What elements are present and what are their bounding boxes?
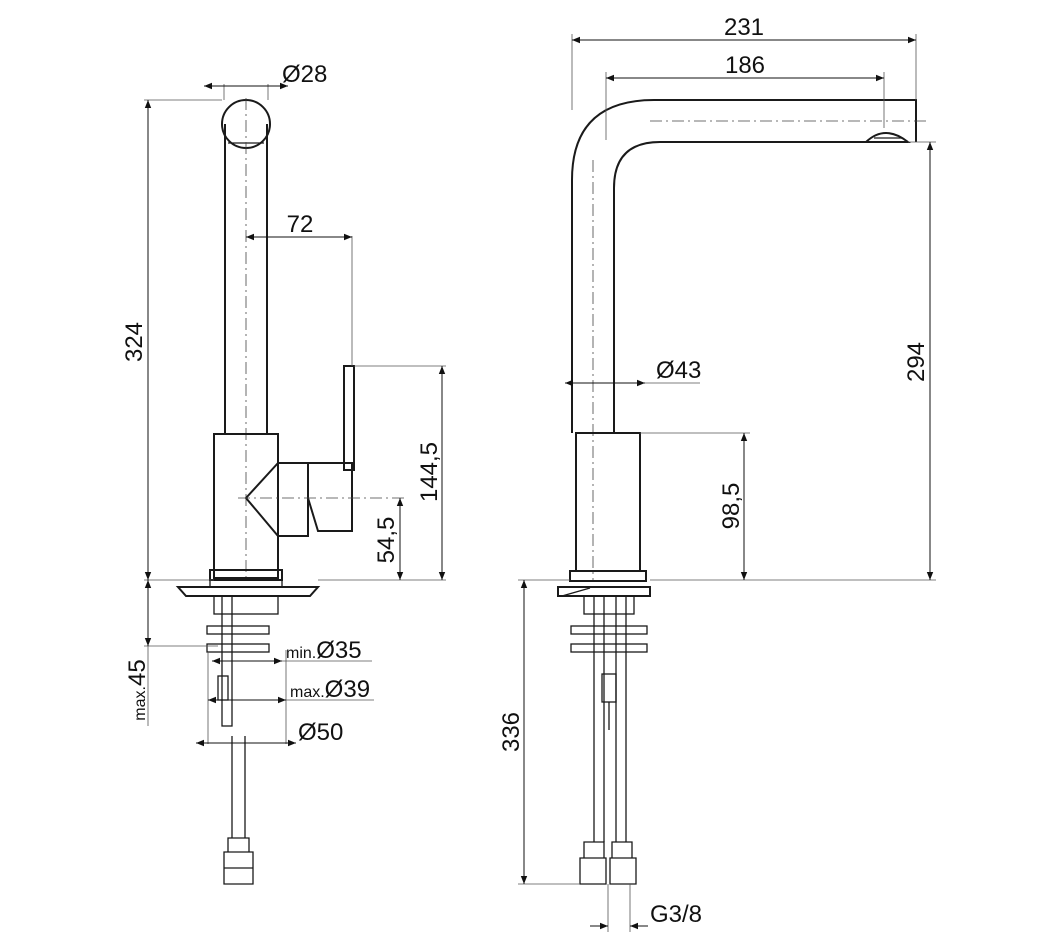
dim-294: 294 — [903, 342, 930, 382]
front-base-ring — [569, 570, 647, 582]
supply-hose — [231, 736, 246, 838]
aerator — [863, 132, 911, 143]
hose-connector-left — [217, 675, 229, 701]
spout-outer — [571, 99, 917, 433]
front-hose-fittings — [579, 841, 637, 885]
dim-231: 231 — [724, 14, 764, 41]
dim-min35: min.Ø35 — [286, 637, 362, 664]
dim-144-5: 144,5 — [416, 442, 443, 502]
max45-value: 45 — [124, 659, 151, 686]
dim-54-5: 54,5 — [373, 517, 400, 564]
spout-inner — [613, 141, 868, 433]
min35-value: Ø35 — [316, 637, 361, 664]
dim-d50: Ø50 — [298, 719, 343, 746]
front-washer-2 — [570, 643, 648, 653]
dim-98-5: 98,5 — [718, 483, 745, 530]
dim-186: 186 — [725, 52, 765, 79]
dim-d28: Ø28 — [282, 61, 327, 88]
front-flange — [557, 586, 651, 597]
dim-max45: max.45 — [124, 659, 151, 720]
dim-max39: max.Ø39 — [290, 676, 370, 703]
dim-324: 324 — [121, 322, 148, 362]
faucet-body — [213, 433, 279, 579]
side-view: Ø28 324 72 144,5 54,5 max.45 min.Ø35 — [121, 61, 446, 885]
lever-block — [307, 462, 353, 532]
front-body — [575, 432, 641, 572]
front-view: 231 186 294 Ø43 98,5 336 G3/8 — [498, 14, 936, 932]
lever-joint — [244, 462, 309, 537]
front-washer-1 — [570, 625, 648, 635]
hose-end-fitting — [223, 837, 254, 885]
dim-d43: Ø43 — [656, 357, 701, 384]
max39-prefix: max. — [290, 684, 325, 701]
fixing-washer-2 — [206, 643, 270, 653]
max39-value: Ø39 — [325, 676, 370, 703]
dim-336: 336 — [498, 712, 525, 752]
max45-prefix: max. — [132, 686, 149, 721]
dim-thread: G3/8 — [650, 901, 702, 928]
dim-72: 72 — [287, 211, 314, 238]
min35-prefix: min. — [286, 645, 316, 662]
mounting-shank — [213, 595, 279, 615]
mounting-flange — [175, 586, 321, 597]
flange-collar — [209, 579, 283, 588]
spout-tube — [224, 124, 268, 435]
fixing-washer-1 — [206, 625, 270, 635]
lever-handle — [343, 365, 355, 471]
front-shank — [583, 595, 635, 615]
front-hoses — [593, 596, 627, 842]
